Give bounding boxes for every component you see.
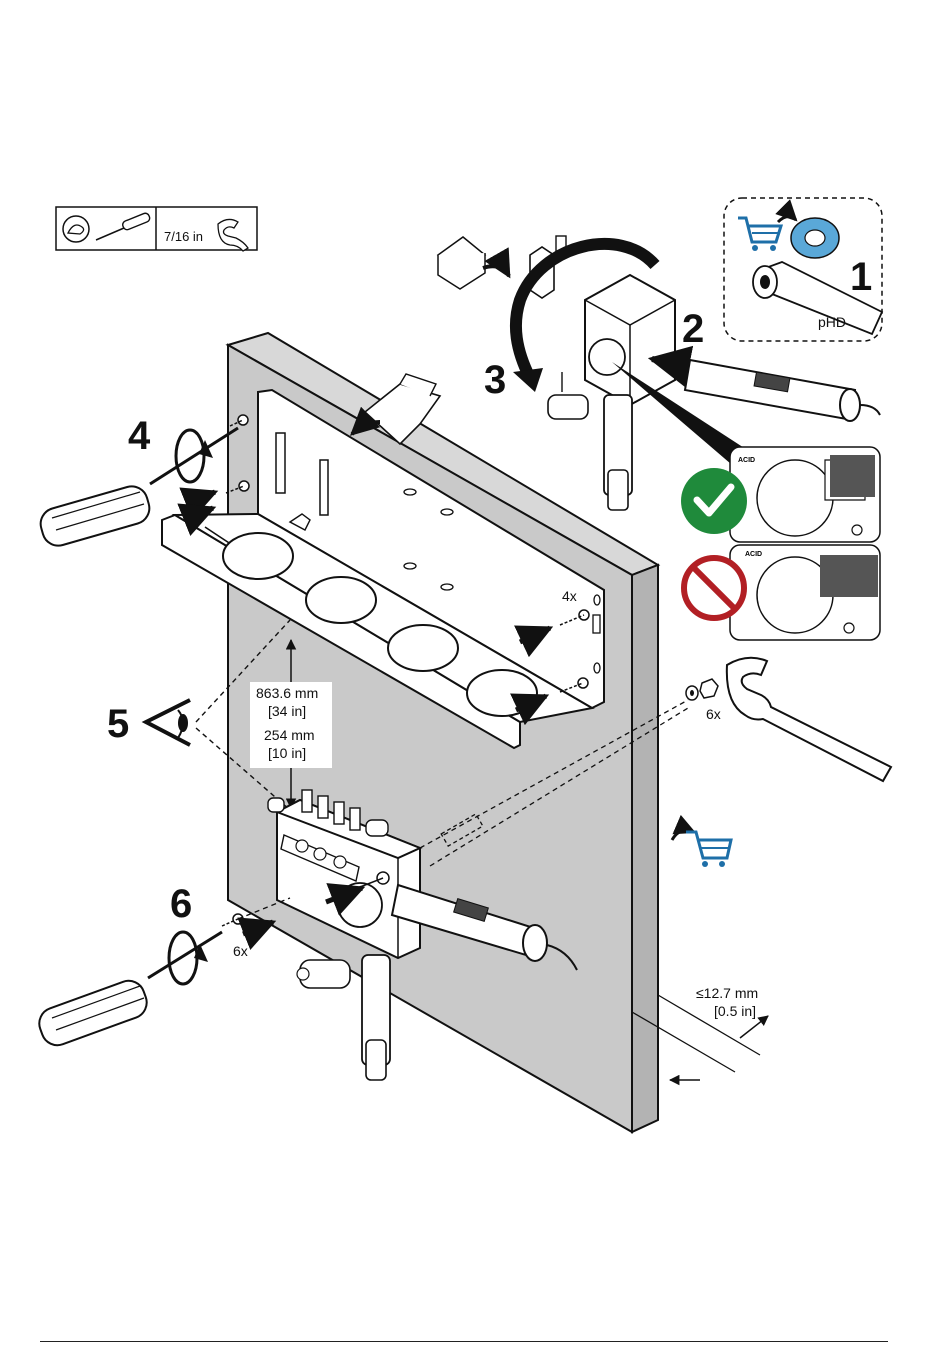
wrench-size-label: 7/16 in <box>164 229 203 244</box>
package-icon <box>438 237 509 289</box>
thickness-in: [0.5 in] <box>714 1003 756 1019</box>
wrench-tool <box>727 658 891 781</box>
prohibited-icon <box>684 558 744 618</box>
checkmark-icon <box>681 468 747 534</box>
qty-washer-nut: 6x <box>706 706 721 722</box>
incorrect-detail: ACID <box>730 545 880 640</box>
height-mm: 863.6 mm <box>256 685 318 701</box>
step-2: 2 <box>682 307 704 351</box>
qty-panel-screws: 6x <box>233 943 248 959</box>
correct-detail: ACID <box>730 447 880 542</box>
seal-ring-icon <box>791 218 839 258</box>
cap-label-top: ACID <box>738 457 755 464</box>
thickness-mm: ≤12.7 mm <box>696 985 758 1001</box>
tools-box: 7/16 in <box>56 207 257 251</box>
step-4: 4 <box>128 414 151 458</box>
gap-mm: 254 mm <box>264 727 315 743</box>
screwdriver-bottom <box>35 932 222 1050</box>
flow-cell-top <box>530 236 675 510</box>
cap-label-bottom: ACID <box>745 551 762 558</box>
callout-1: pHD 1 <box>724 198 882 341</box>
washer-nut <box>686 679 718 700</box>
height-in: [34 in] <box>268 703 306 719</box>
shopping-cart-icon <box>672 830 731 867</box>
eye-icon <box>146 700 190 745</box>
step-1: 1 <box>850 255 872 299</box>
footer-rule <box>40 1341 888 1342</box>
sensor-label: pHD <box>818 314 846 330</box>
gap-in: [10 in] <box>268 745 306 761</box>
step-3: 3 <box>484 358 506 402</box>
step-5: 5 <box>107 702 129 746</box>
qty-bracket-screws: 4x <box>562 588 577 604</box>
step-6: 6 <box>170 882 192 926</box>
